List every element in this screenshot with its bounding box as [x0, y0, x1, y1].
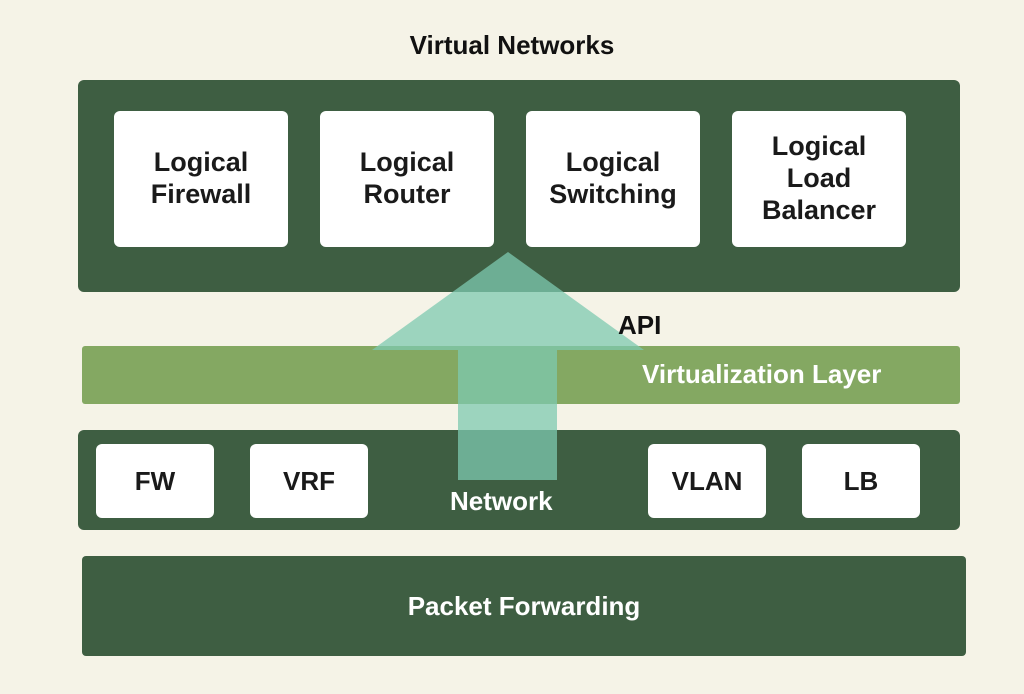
network-label: Network [450, 486, 553, 516]
api-label: API [618, 310, 662, 340]
packet-forwarding-panel [82, 556, 966, 656]
vrf-box: VRF [250, 444, 368, 518]
logical-switching-box: Logical Switching [526, 111, 700, 247]
api-arrow-shape [372, 252, 644, 480]
logical-firewall-label: Logical Firewall [150, 147, 252, 209]
logical-router-label: Logical Router [359, 147, 455, 209]
diagram-title: Virtual Networks [409, 30, 615, 60]
lb-box: LB [802, 444, 920, 518]
logical-load-balancer-box: Logical Load Balancer [732, 111, 906, 247]
packet-forwarding-label: Packet Forwarding [407, 590, 641, 621]
lb-label: LB [843, 465, 879, 496]
vlan-label: VLAN [671, 465, 743, 496]
vrf-label: VRF [283, 465, 335, 496]
fw-box: FW [96, 444, 214, 518]
fw-label: FW [134, 465, 176, 496]
logical-load-balancer-label: Logical Load Balancer [761, 131, 877, 225]
logical-firewall-box: Logical Firewall [114, 111, 288, 247]
virtualization-layer-label: Virtualization Layer [642, 359, 882, 389]
logical-router-box: Logical Router [320, 111, 494, 247]
logical-switching-label: Logical Switching [549, 147, 677, 209]
vlan-box: VLAN [648, 444, 766, 518]
